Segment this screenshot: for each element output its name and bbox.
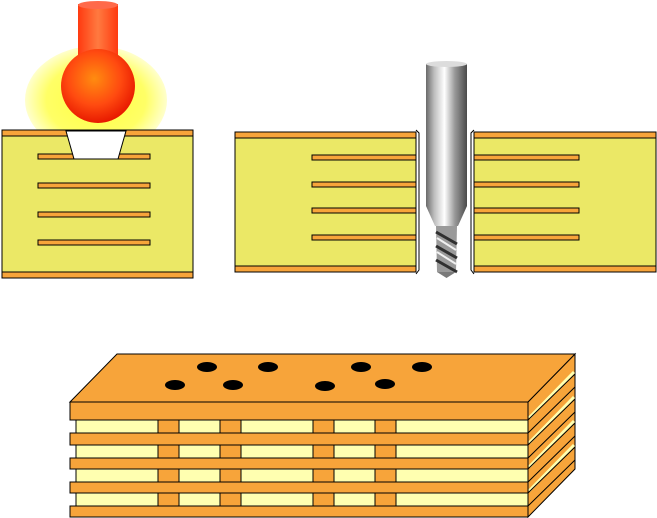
stack-board-4 [69,492,529,518]
drill-inner-layer [311,234,417,241]
drill-board-left-top-copper [234,131,417,139]
drill-inner-layer [311,181,417,188]
laser-inner-layer [37,182,151,189]
drilled-hole [351,362,371,372]
drilled-hole [197,362,217,372]
drill-board-right-top-copper [473,131,657,139]
drilled-hole [165,380,185,390]
laser-focus-ball [61,49,135,123]
stack-side-stripes [527,370,576,493]
stack-board-2 [69,444,529,470]
drilled-hole [375,379,395,389]
multilayer-stack-panel [68,352,577,518]
drill-inner-layer [473,154,580,161]
drilled-hole-wall-left [415,129,420,275]
drill-inner-layer [311,154,417,161]
drill-board-left [234,131,417,273]
laser-inner-layer [37,239,151,246]
stack-front-face [69,401,529,518]
stack-board-1 [69,419,529,446]
drilled-hole-wall-right [470,129,475,275]
drill-inner-layer [311,207,417,214]
laser-board-bottom-copper [1,271,194,279]
laser-board-substrate [1,129,194,279]
mechanical-drilling-panel [234,61,657,278]
drilled-hole [258,362,278,372]
stack-side-edges [527,373,576,507]
drill-bit-icon [426,61,467,278]
stack-top-face [68,353,577,403]
drill-inner-layer [473,207,580,214]
stack-copper-layer [69,401,529,421]
drill-board-right-bottom-copper [473,265,657,273]
drill-inner-layer [473,181,580,188]
drilled-hole [412,362,432,372]
drilled-hole [315,381,335,391]
laser-drilling-panel [1,1,194,279]
drill-board-left-bottom-copper [234,265,417,273]
laser-inner-layer [37,211,151,218]
drill-inner-layer [473,234,580,241]
drilled-hole [223,380,243,390]
laser-microvia [65,130,127,160]
stack-drilled-holes [165,362,432,391]
stack-via-columns [157,419,397,507]
drill-board-right [473,131,657,273]
laser-beam-cap [78,1,118,9]
stack-board-3 [69,468,529,494]
